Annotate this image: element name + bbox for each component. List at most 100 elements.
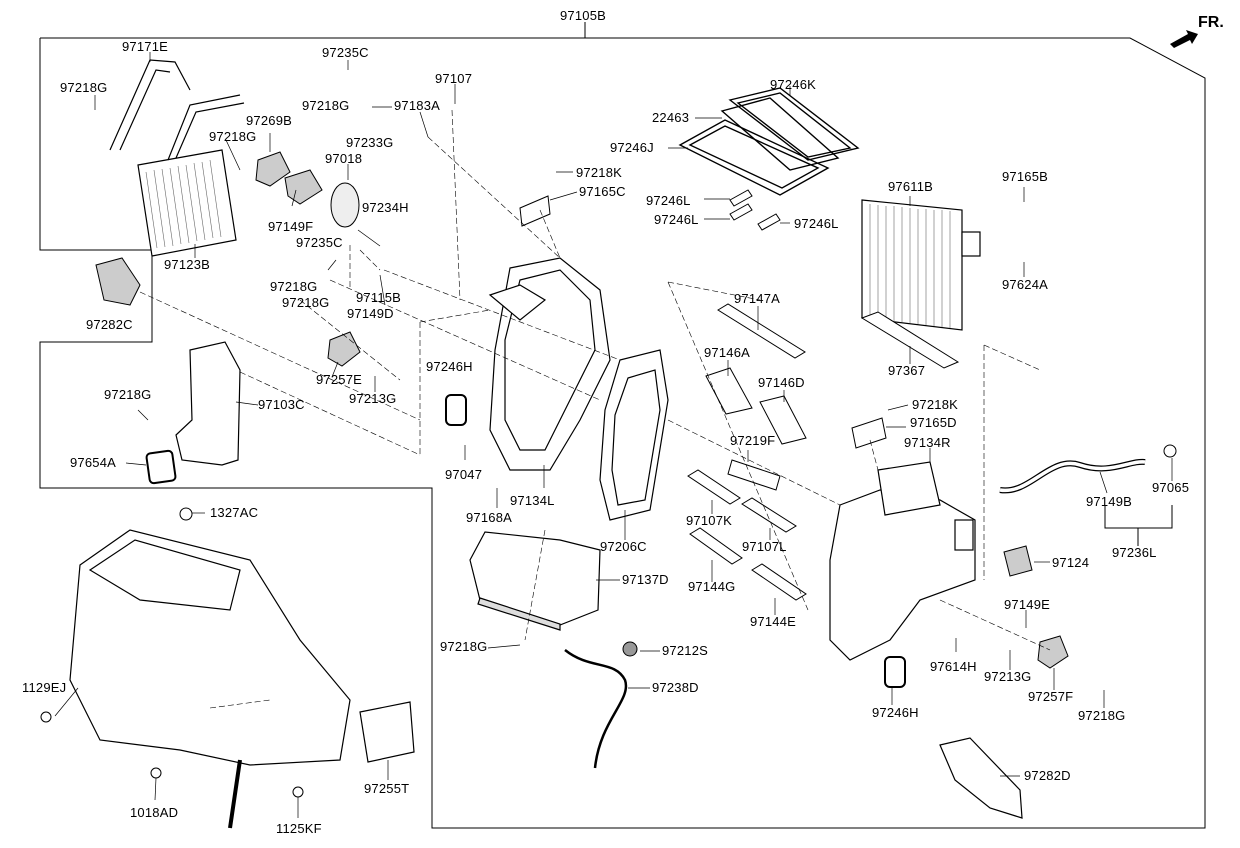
part-label: 97257F (1028, 689, 1074, 704)
gear-97018 (330, 182, 360, 228)
part-label: 97218G (104, 387, 152, 402)
part-label: 97236L (1112, 545, 1157, 560)
part-label: 1018AD (130, 805, 179, 820)
part-label: 97218G (440, 639, 488, 654)
part-label: 97246K (770, 77, 817, 92)
center-case (599, 349, 669, 521)
part-label: 97218G (60, 80, 108, 95)
part-label: 97246L (654, 212, 699, 227)
filter-seals (678, 87, 860, 196)
part-label: 97218K (912, 397, 959, 412)
part-label: 97168A (466, 510, 513, 525)
part-label: 97124 (1052, 555, 1090, 570)
part-label: 1129EJ (22, 680, 67, 695)
duct-lower (939, 737, 1023, 819)
right-case (829, 461, 976, 661)
actuator-97269B (255, 151, 291, 187)
part-label: 97149D (347, 306, 394, 321)
part-label: 97218G (282, 295, 330, 310)
bracket-97165D (851, 417, 887, 449)
part-label: 97246L (794, 216, 839, 231)
part-label: 97146A (704, 345, 751, 360)
part-label: 97257E (316, 372, 363, 387)
blower-97282C (95, 257, 141, 306)
evaporator (861, 199, 981, 331)
bracket-97165C (519, 195, 551, 227)
door-97144E (751, 563, 807, 601)
part-label: 97134L (510, 493, 555, 508)
part-label: 97149F (268, 219, 314, 234)
part-label: 97107K (686, 513, 733, 528)
part-label: 97238D (652, 680, 699, 695)
part-label: 97165D (910, 415, 957, 430)
part-label: 97218G (302, 98, 350, 113)
left-case (488, 257, 611, 471)
actuator-97149F (284, 169, 323, 205)
direction-label: FR. (1198, 14, 1224, 31)
door-97219F (727, 459, 781, 491)
seal-97246H-a (445, 394, 467, 426)
door-97146A (705, 367, 753, 415)
part-label: 97115B (356, 290, 402, 305)
duct (175, 341, 241, 466)
part-label: 97137D (622, 572, 669, 587)
part-label: 97611B (888, 179, 934, 194)
assembly-boundary (39, 37, 1206, 829)
part-label: 97171E (122, 39, 169, 54)
part-label: 97246J (610, 140, 654, 155)
part-label: 97235C (322, 45, 369, 60)
door-97107L (741, 497, 797, 533)
part-label: 97246H (872, 705, 919, 720)
resistor-97124 (1003, 545, 1033, 577)
part-label: 97103C (258, 397, 305, 412)
part-label: 97213G (349, 391, 397, 406)
actuator-97257E (327, 331, 361, 367)
actuator-97257F (1037, 635, 1069, 669)
seal-97246H-b (884, 656, 906, 688)
part-label: 97246H (426, 359, 473, 374)
part-label: 97149E (1004, 597, 1051, 612)
part-label: 97047 (445, 467, 483, 482)
part-label: 97255T (364, 781, 410, 796)
part-label: 97233G (346, 135, 394, 150)
part-label: 1125KF (276, 821, 322, 836)
part-label: 97146D (758, 375, 805, 390)
part-label: 97218G (209, 129, 257, 144)
part-label: 97235C (296, 235, 343, 250)
part-label: 97144G (688, 579, 736, 594)
part-label: 97624A (1002, 277, 1049, 292)
part-label: 97107 (435, 71, 473, 86)
door-97144G (689, 527, 743, 565)
part-label: 97212S (662, 643, 709, 658)
part-label-assembly: 97105B (560, 8, 607, 23)
part-label: 97206C (600, 539, 647, 554)
part-label: 97282C (86, 317, 133, 332)
part-label: 97134R (904, 435, 951, 450)
part-label: 97183A (394, 98, 441, 113)
part-label: 97213G (984, 669, 1032, 684)
part-label: 97219F (730, 433, 776, 448)
part-label: 97165B (1002, 169, 1049, 184)
part-label: 97149B (1086, 494, 1133, 509)
door-97147A (717, 303, 806, 359)
part-label: 97144E (750, 614, 797, 629)
part-label: 97123B (164, 257, 211, 272)
small-filter-pads (729, 189, 781, 231)
part-label: 97614H (930, 659, 977, 674)
part-label: 97269B (246, 113, 293, 128)
part-label: 97246L (646, 193, 691, 208)
drain-hose (564, 649, 628, 769)
part-label: 97218G (1078, 708, 1126, 723)
part-label: 97018 (325, 151, 363, 166)
part-label: 97147A (734, 291, 781, 306)
door-97107K (687, 469, 741, 505)
complete-assembly (69, 529, 415, 829)
part-label: 1327AC (210, 505, 259, 520)
part-label: 97218K (576, 165, 623, 180)
part-label: 97107L (742, 539, 787, 554)
part-label: 97654A (70, 455, 117, 470)
heater-core (109, 59, 245, 257)
bracket-97367 (860, 311, 960, 369)
door-97146D (759, 395, 807, 445)
